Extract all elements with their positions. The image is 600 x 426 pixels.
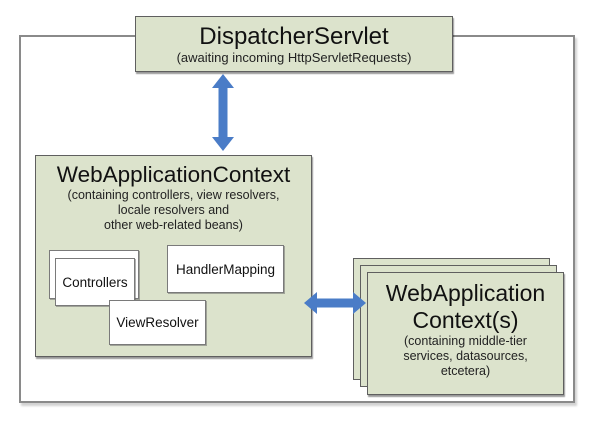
web-application-context-subtitle-line: (containing controllers, view resolvers, <box>67 188 280 202</box>
web-application-contexts-subtitle-line: (containing middle-tier <box>404 334 527 348</box>
web-application-contexts-subtitle-line: services, datasources, <box>403 349 528 363</box>
web-application-context-subtitle-line: other web-related beans) <box>104 218 243 232</box>
controllers-box: Controllers <box>55 258 135 306</box>
web-application-contexts-title-line: WebApplication <box>385 280 546 306</box>
web-application-contexts-box: WebApplication Context(s) (containing mi… <box>367 272 564 395</box>
web-application-contexts-subtitle-line: etcetera) <box>440 364 491 378</box>
web-application-context-title: WebApplicationContext <box>56 162 291 187</box>
view-resolver-box: ViewResolver <box>109 300 206 345</box>
web-application-contexts-title: WebApplication Context(s) <box>386 280 545 334</box>
view-resolver-label: ViewResolver <box>116 315 199 330</box>
dispatcher-servlet-title: DispatcherServlet <box>199 22 389 50</box>
web-application-context-box: WebApplicationContext (containing contro… <box>35 155 312 357</box>
web-application-contexts-title-line: Context(s) <box>412 307 519 333</box>
handler-mapping-box: HandlerMapping <box>167 245 284 293</box>
handler-mapping-label: HandlerMapping <box>175 261 276 277</box>
dispatcher-servlet-box: DispatcherServlet (awaiting incoming Htt… <box>135 16 453 72</box>
controllers-label: Controllers <box>62 274 128 290</box>
dispatcher-servlet-subtitle: (awaiting incoming HttpServletRequests) <box>176 49 412 65</box>
web-application-context-subtitle-line: locale resolvers and <box>117 203 230 217</box>
